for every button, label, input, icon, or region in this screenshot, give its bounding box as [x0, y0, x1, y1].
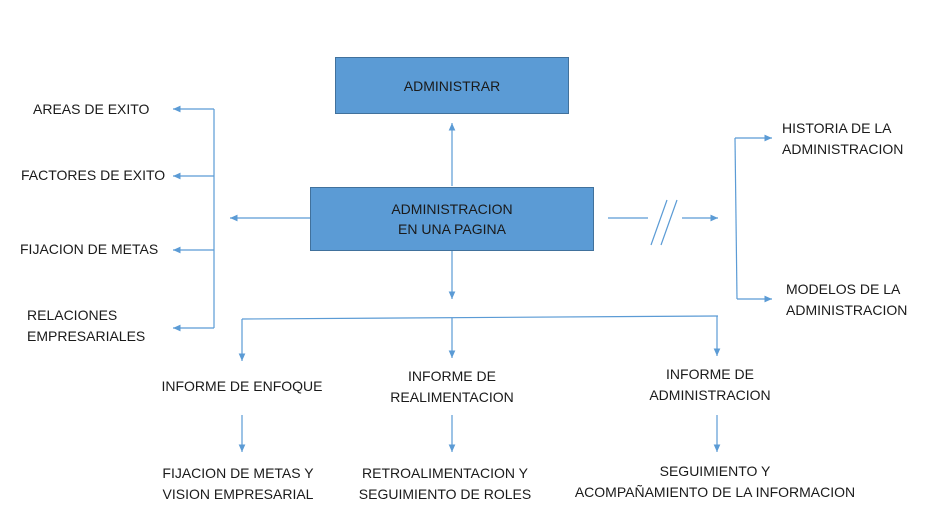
report-informe-de-administracion: INFORME DE ADMINISTRACION — [610, 364, 810, 406]
report-text-line-1: INFORME DE — [408, 368, 496, 384]
report-informe-de-enfoque: INFORME DE ENFOQUE — [142, 376, 342, 397]
outcome-fijacion-metas-vision: FIJACION DE METAS Y VISION EMPRESARIAL — [128, 463, 348, 505]
right-item-modelos: MODELOS DE LA ADMINISTRACION — [786, 279, 907, 321]
center-box-line-2: EN UNA PAGINA — [398, 221, 506, 237]
left-item-factores-de-exito: FACTORES DE EXITO — [21, 165, 165, 186]
outcome-text-line-1: RETROALIMENTACION Y — [362, 465, 528, 481]
outcome-text-line-2: ACOMPAÑAMIENTO DE LA INFORMACION — [574, 484, 856, 500]
administrar-box: ADMINISTRAR — [335, 57, 569, 114]
break-slash-1 — [650, 199, 668, 246]
right-item-text-line-1: HISTORIA DE LA — [782, 120, 892, 136]
center-box-line-1: ADMINISTRACION — [391, 201, 513, 217]
left-item-areas-de-exito: AREAS DE EXITO — [33, 99, 149, 120]
administracion-en-una-pagina-box: ADMINISTRACION EN UNA PAGINA — [310, 187, 594, 251]
outcome-retroalimentacion-roles: RETROALIMENTACION Y SEGUIMIENTO DE ROLES — [335, 463, 555, 505]
report-text-line-2: ADMINISTRACION — [649, 387, 771, 403]
right-item-text-line-2: ADMINISTRACION — [786, 302, 908, 318]
left-item-text-line-2: EMPRESARIALES — [27, 328, 146, 344]
outcome-seguimiento-acompanamiento: SEGUIMIENTO Y ACOMPAÑAMIENTO DE LA INFOR… — [555, 461, 875, 503]
left-item-text: FIJACION DE METAS — [20, 241, 159, 257]
outcome-text-line-1: SEGUIMIENTO Y — [659, 463, 771, 479]
right-item-text-line-1: MODELOS DE LA — [786, 281, 901, 297]
left-item-relaciones-empresariales: RELACIONES EMPRESARIALES — [27, 305, 145, 347]
right-item-historia: HISTORIA DE LA ADMINISTRACION — [782, 118, 903, 160]
report-text: INFORME DE ENFOQUE — [161, 378, 323, 394]
outcome-text-line-2: SEGUIMIENTO DE ROLES — [358, 486, 532, 502]
report-informe-de-realimentacion: INFORME DE REALIMENTACION — [352, 366, 552, 408]
left-item-text: FACTORES DE EXITO — [21, 167, 166, 183]
left-item-text: AREAS DE EXITO — [33, 101, 150, 117]
report-text-line-2: REALIMENTACION — [390, 389, 514, 405]
right-bracket-vertical — [734, 137, 738, 300]
outcome-text-line-2: VISION EMPRESARIAL — [162, 486, 314, 502]
break-slash-2 — [660, 199, 678, 246]
report-text-line-1: INFORME DE — [666, 366, 754, 382]
left-item-fijacion-de-metas: FIJACION DE METAS — [20, 239, 158, 260]
administrar-label: ADMINISTRAR — [403, 77, 501, 94]
report-distribution-bar — [241, 315, 719, 320]
right-item-text-line-2: ADMINISTRACION — [782, 141, 904, 157]
outcome-text-line-1: FIJACION DE METAS Y — [162, 465, 314, 481]
left-item-text-line-1: RELACIONES — [27, 307, 118, 323]
